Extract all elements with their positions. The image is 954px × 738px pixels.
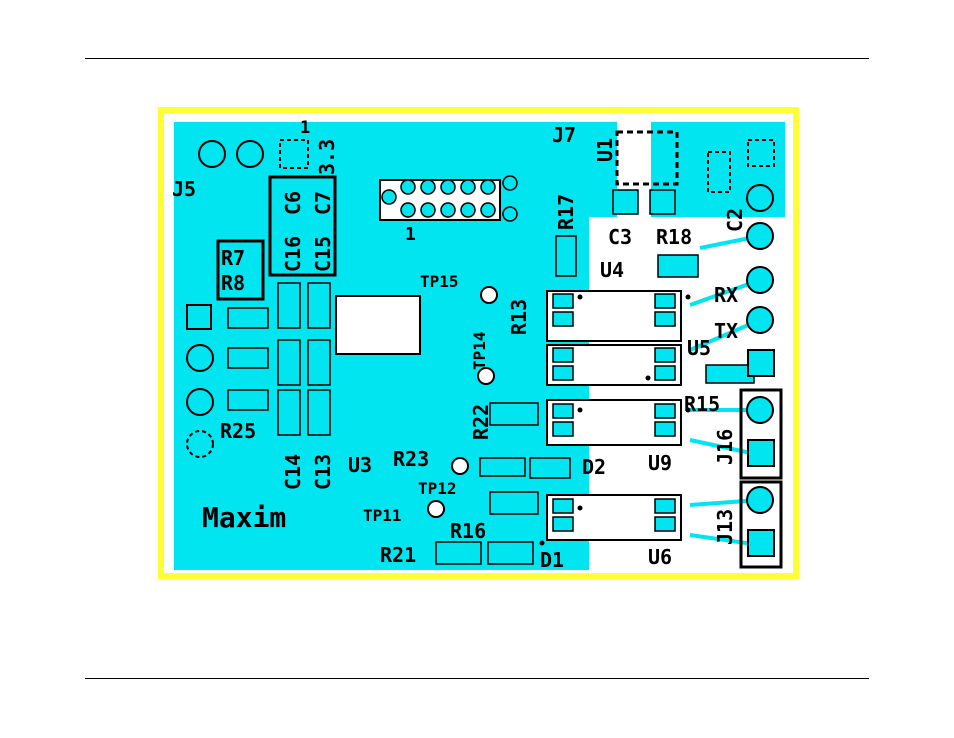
cap-label-c6: C6 (281, 191, 305, 215)
res-label-r18: R18 (656, 225, 692, 249)
testpoint-label-tp11: TP11 (363, 506, 402, 525)
ic-label-u9: U9 (648, 451, 672, 475)
ic-label-u4: U4 (600, 258, 624, 282)
connector-outlines (216, 130, 783, 569)
ic-label-u3: U3 (348, 453, 372, 477)
ic-pin1-dots (539, 294, 691, 546)
signal-label-tx: TX (714, 319, 738, 343)
cap-label-c15: C15 (311, 236, 335, 272)
res-label-r16: R16 (450, 519, 486, 543)
res-label-r23: R23 (393, 447, 429, 471)
cap-label-c13: C13 (311, 454, 335, 490)
cap-label-c16: C16 (281, 236, 305, 272)
testpoint-label-tp15: TP15 (420, 272, 459, 291)
res-label-r8: R8 (221, 271, 245, 295)
qfn-pin1-label: 1 (405, 224, 416, 245)
cap-label-c2: C2 (723, 208, 747, 232)
bottom-rule (85, 678, 869, 679)
component-pads (227, 189, 755, 565)
diode-label-d1: D1 (540, 548, 564, 572)
connector-label-j7: J7 (552, 123, 576, 147)
res-label-r25: R25 (220, 419, 256, 443)
connector-label-j13: J13 (713, 509, 737, 545)
test-points (427, 286, 498, 518)
res-label-r13: R13 (507, 299, 531, 335)
cap-label-c14: C14 (281, 454, 305, 490)
ic-label-u6: U6 (648, 545, 672, 569)
top-rule (85, 58, 869, 59)
connector-label-j5: J5 (172, 177, 196, 201)
ic-top-pads (381, 175, 518, 222)
cap-label-c3: C3 (608, 225, 632, 249)
connector-label-j16: J16 (713, 429, 737, 465)
testpoint-label-tp12: TP12 (418, 479, 457, 498)
cap-label-c7: C7 (311, 191, 335, 215)
ic-label-u5: U5 (687, 336, 711, 360)
voltage-label: 3.3 (315, 139, 339, 175)
res-label-r15: R15 (684, 392, 720, 416)
brand-label: Maxim (202, 501, 286, 534)
res-label-r7: R7 (221, 246, 245, 270)
pin1-marker: 1 (300, 118, 310, 138)
diode-label-d2: D2 (582, 455, 606, 479)
res-label-r21: R21 (380, 543, 416, 567)
res-label-r17: R17 (554, 194, 578, 230)
connector-pins (186, 139, 775, 557)
signal-label-rx: RX (714, 283, 738, 307)
ic-label-u1: U1 (593, 138, 617, 162)
res-label-r22: R22 (469, 404, 493, 440)
testpoint-label-tp14: TP14 (470, 331, 489, 370)
